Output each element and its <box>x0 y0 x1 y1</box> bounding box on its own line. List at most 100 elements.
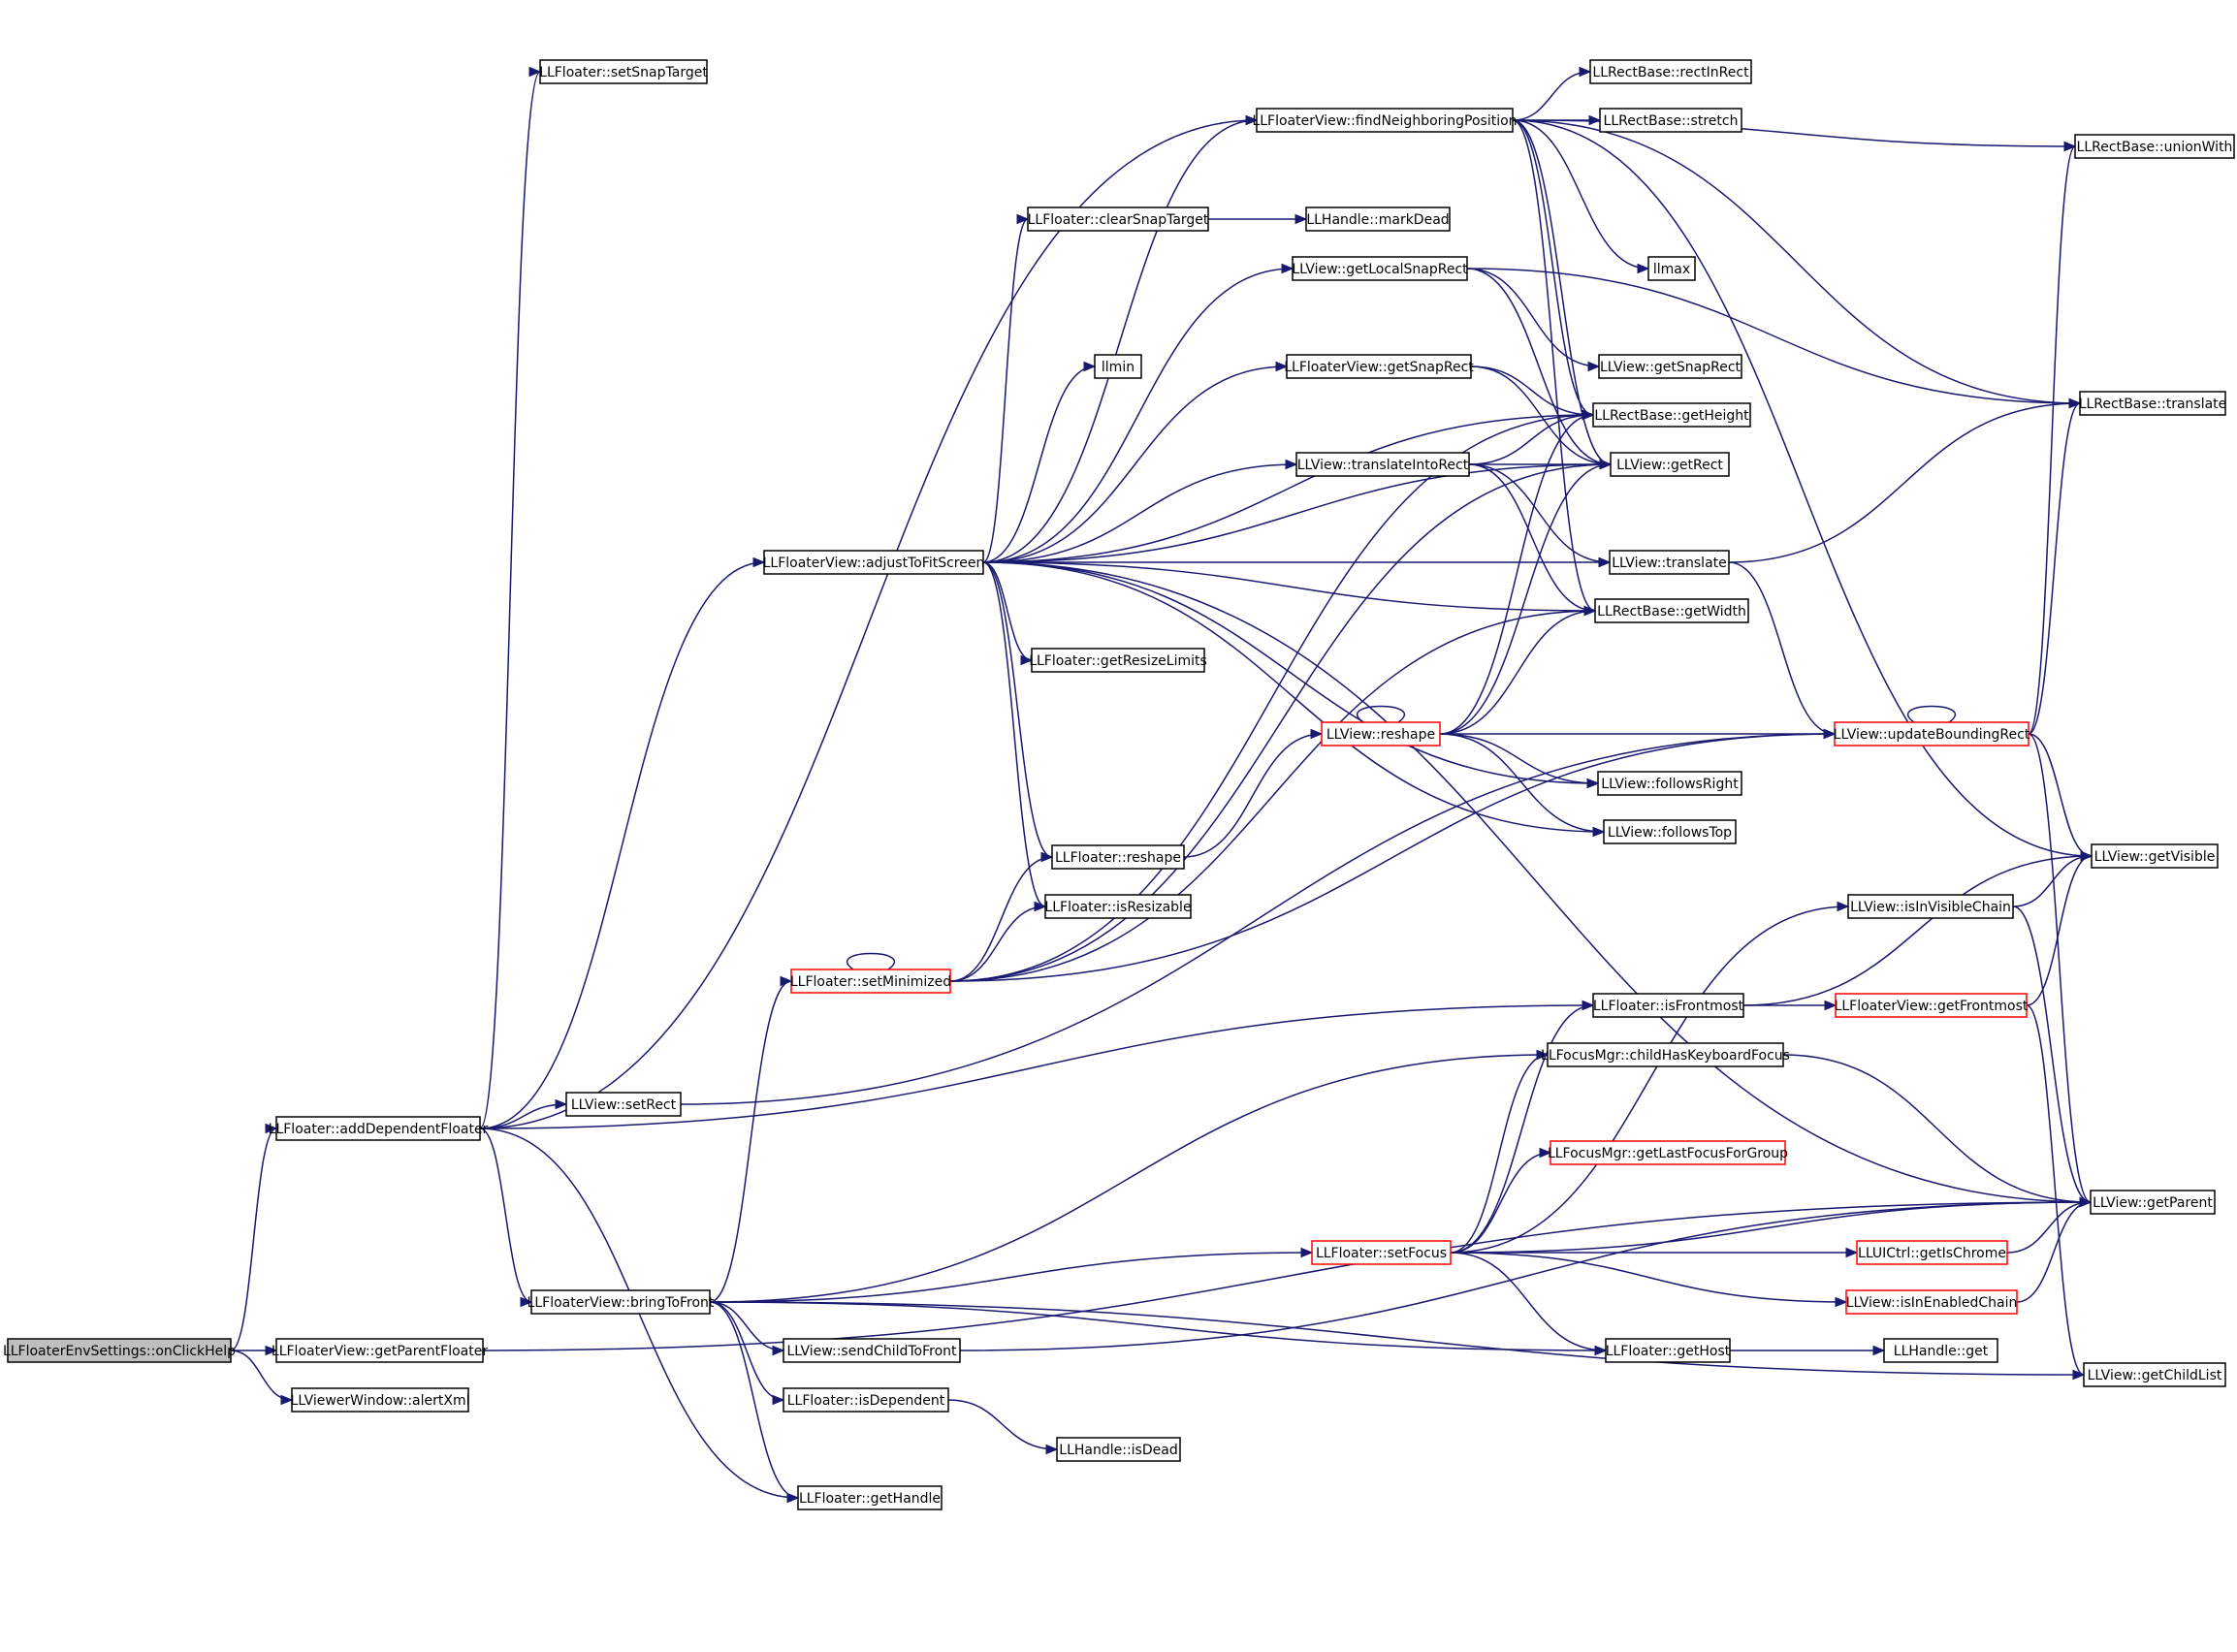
node-translateIntoRect[interactable]: LLView::translateIntoRect <box>1295 452 1470 477</box>
edge-viewTranslate-to-updateBoundingRect <box>1728 561 1836 735</box>
arrowhead-adjustToFitScreen-to-translateIntoRect <box>1285 459 1298 470</box>
node-isResizable[interactable]: LLFloater::isResizable <box>1044 894 1192 919</box>
node-sendChildToFront[interactable]: LLView::sendChildToFront <box>783 1338 961 1363</box>
node-getLastFocus[interactable]: LLFocusMgr::getLastFocusForGroup <box>1548 1140 1788 1165</box>
node-box <box>790 969 951 994</box>
edge-adjustToFitScreen-to-getSnapRectFV <box>982 365 1288 563</box>
node-getRect[interactable]: LLView::getRect <box>1610 452 1730 477</box>
node-box <box>1594 598 1749 623</box>
edge-findNeighboring-to-getRect <box>1512 119 1612 465</box>
node-reshapeV[interactable]: LLView::reshape <box>1321 721 1441 747</box>
node-viewTranslate[interactable]: LLView::translate <box>1609 550 1730 575</box>
node-setFocus[interactable]: LLFloater::setFocus <box>1311 1240 1452 1265</box>
edge-bringToFront-to-setFocus <box>709 1252 1313 1303</box>
node-llmax[interactable]: llmax <box>1647 256 1696 281</box>
node-isInEnabledChain[interactable]: LLView::isInEnabledChain <box>1845 1289 2018 1315</box>
node-isInVisibleChain[interactable]: LLView::isInVisibleChain <box>1847 894 2014 919</box>
edge-reshapeV-to-getWidth <box>1439 610 1596 735</box>
node-setMinimized[interactable]: LLFloater::setMinimized <box>790 969 951 994</box>
arrowhead-clearSnapTarget-to-markDead <box>1294 213 1308 225</box>
node-childHasKF[interactable]: LLFocusMgr::childHasKeyboardFocus <box>1541 1042 1790 1067</box>
arrowhead-adjustToFitScreen-to-llmin <box>1083 361 1097 372</box>
node-handleGet[interactable]: LLHandle::get <box>1883 1338 1998 1363</box>
node-getVisible[interactable]: LLView::getVisible <box>2091 843 2219 869</box>
edge-sendChildToFront-to-getParent <box>959 1201 2092 1351</box>
edge-getFrontmost-to-getChildList <box>2026 1004 2085 1376</box>
edge-adjustToFitScreen-to-getResizeLimits <box>982 561 1033 661</box>
node-rectTranslate[interactable]: LLRectBase::translate <box>2079 391 2227 416</box>
node-getHeight[interactable]: LLRectBase::getHeight <box>1592 402 1751 428</box>
node-followsRight[interactable]: LLView::followsRight <box>1597 771 1742 796</box>
arrowhead-bringToFront-to-sendChildToFront <box>772 1345 785 1356</box>
edge-adjustToFitScreen-to-reshapeF <box>982 561 1053 858</box>
node-rectInRect[interactable]: LLRectBase::rectInRect <box>1589 59 1752 84</box>
node-root[interactable]: LLFloaterEnvSettings::onClickHelp <box>3 1338 236 1363</box>
edge-addDep-to-setRect <box>479 1103 567 1129</box>
node-getSnapRectV[interactable]: LLView::getSnapRect <box>1598 354 1742 379</box>
node-markDead[interactable]: LLHandle::markDead <box>1305 206 1451 232</box>
edge-reshapeV-to-followsTop <box>1439 733 1605 833</box>
node-getHandle[interactable]: LLFloater::getHandle <box>797 1485 943 1510</box>
node-label: LLUICtrl::getIsChrome <box>1858 1246 2006 1261</box>
node-findNeighboring[interactable]: LLFloaterView::findNeighboringPosition <box>1252 108 1518 133</box>
edge-updateBoundingRect-to-rectTranslate <box>2028 402 2081 735</box>
node-label: LLFloater::clearSnapTarget <box>1028 212 1209 228</box>
node-reshapeF[interactable]: LLFloater::reshape <box>1051 844 1185 870</box>
edge-translateIntoRect-to-viewTranslate <box>1468 463 1611 563</box>
edge-translateIntoRect-to-getHeight <box>1468 414 1594 465</box>
node-isDead[interactable]: LLHandle::isDead <box>1056 1437 1181 1462</box>
edge-addDep-to-findNeighboring <box>479 119 1258 1129</box>
node-box <box>1051 844 1185 870</box>
node-getParentFloater[interactable]: LLFloaterView::getParentFloater <box>272 1338 488 1363</box>
node-alertXml[interactable]: LLViewerWindow::alertXml <box>291 1387 470 1413</box>
node-bringToFront[interactable]: LLFloaterView::bringToFront <box>527 1289 715 1315</box>
node-followsTop[interactable]: LLView::followsTop <box>1603 819 1737 844</box>
node-label: LLRectBase::translate <box>2079 397 2227 412</box>
node-llmin[interactable]: llmin <box>1094 354 1142 379</box>
edge-adjustToFitScreen-to-llmin <box>982 365 1096 563</box>
node-getSnapRectFV[interactable]: LLFloaterView::getSnapRect <box>1284 354 1474 379</box>
edge-setMinimized-to-reshapeF <box>949 856 1053 982</box>
node-getIsChrome[interactable]: LLUICtrl::getIsChrome <box>1856 1240 2008 1265</box>
node-setSnapTarget[interactable]: LLFloater::setSnapTarget <box>539 59 708 84</box>
node-stretch[interactable]: LLRectBase::stretch <box>1599 108 1742 133</box>
arrowhead-findNeighboring-to-llmax <box>1637 263 1650 274</box>
node-box <box>2090 1190 2216 1215</box>
edge-setRect-to-updateBoundingRect <box>680 733 1836 1105</box>
node-getFrontmost[interactable]: LLFloaterView::getFrontmost <box>1835 993 2029 1018</box>
edge-addDep-to-setSnapTarget <box>479 71 541 1129</box>
node-getHost[interactable]: LLFloater::getHost <box>1605 1338 1731 1363</box>
node-getLocalSnapRect[interactable]: LLView::getLocalSnapRect <box>1292 256 1468 281</box>
node-getResizeLimits[interactable]: LLFloater::getResizeLimits <box>1029 648 1207 673</box>
node-updateBoundingRect[interactable]: LLView::updateBoundingRect <box>1834 721 2030 747</box>
node-addDep[interactable]: LLFloater::addDependentFloater <box>269 1116 489 1141</box>
node-box <box>2074 134 2235 159</box>
node-getChildList[interactable]: LLView::getChildList <box>2083 1362 2226 1387</box>
node-label: LLFloater::getHost <box>1606 1344 1731 1359</box>
edge-setFocus-to-isFrontmost <box>1450 1004 1594 1254</box>
edge-adjustToFitScreen-to-clearSnapTarget <box>982 218 1029 563</box>
node-getParent[interactable]: LLView::getParent <box>2090 1190 2216 1215</box>
node-label: LLFloaterEnvSettings::onClickHelp <box>3 1344 236 1359</box>
graph-edges <box>230 66 2093 1504</box>
node-box <box>565 1092 682 1117</box>
node-label: LLView::sendChildToFront <box>786 1344 957 1359</box>
arrowhead-bringToFront-to-setFocus <box>1300 1247 1314 1258</box>
node-label: LLFloater::getResizeLimits <box>1029 653 1207 669</box>
node-setRect[interactable]: LLView::setRect <box>565 1092 682 1117</box>
node-label: LLRectBase::getWidth <box>1597 604 1746 620</box>
node-box <box>1256 108 1514 133</box>
node-getWidth[interactable]: LLRectBase::getWidth <box>1594 598 1749 623</box>
node-unionWith[interactable]: LLRectBase::unionWith <box>2074 134 2235 159</box>
node-label: LLFloaterView::adjustToFitScreen <box>763 556 985 571</box>
arrowhead-isDependent-to-isDead <box>1045 1444 1059 1455</box>
node-label: LLView::getLocalSnapRect <box>1292 262 1468 277</box>
node-clearSnapTarget[interactable]: LLFloater::clearSnapTarget <box>1027 206 1209 232</box>
node-isDependent[interactable]: LLFloater::isDependent <box>783 1387 949 1413</box>
edge-getLocalSnapRect-to-getSnapRectV <box>1466 268 1600 367</box>
edge-adjustToFitScreen-to-translateIntoRect <box>982 463 1297 563</box>
node-adjustToFitScreen[interactable]: LLFloaterView::adjustToFitScreen <box>763 550 985 575</box>
node-box <box>783 1338 961 1363</box>
node-isFrontmost[interactable]: LLFloater::isFrontmost <box>1592 993 1744 1018</box>
node-label: LLRectBase::rectInRect <box>1592 65 1749 80</box>
